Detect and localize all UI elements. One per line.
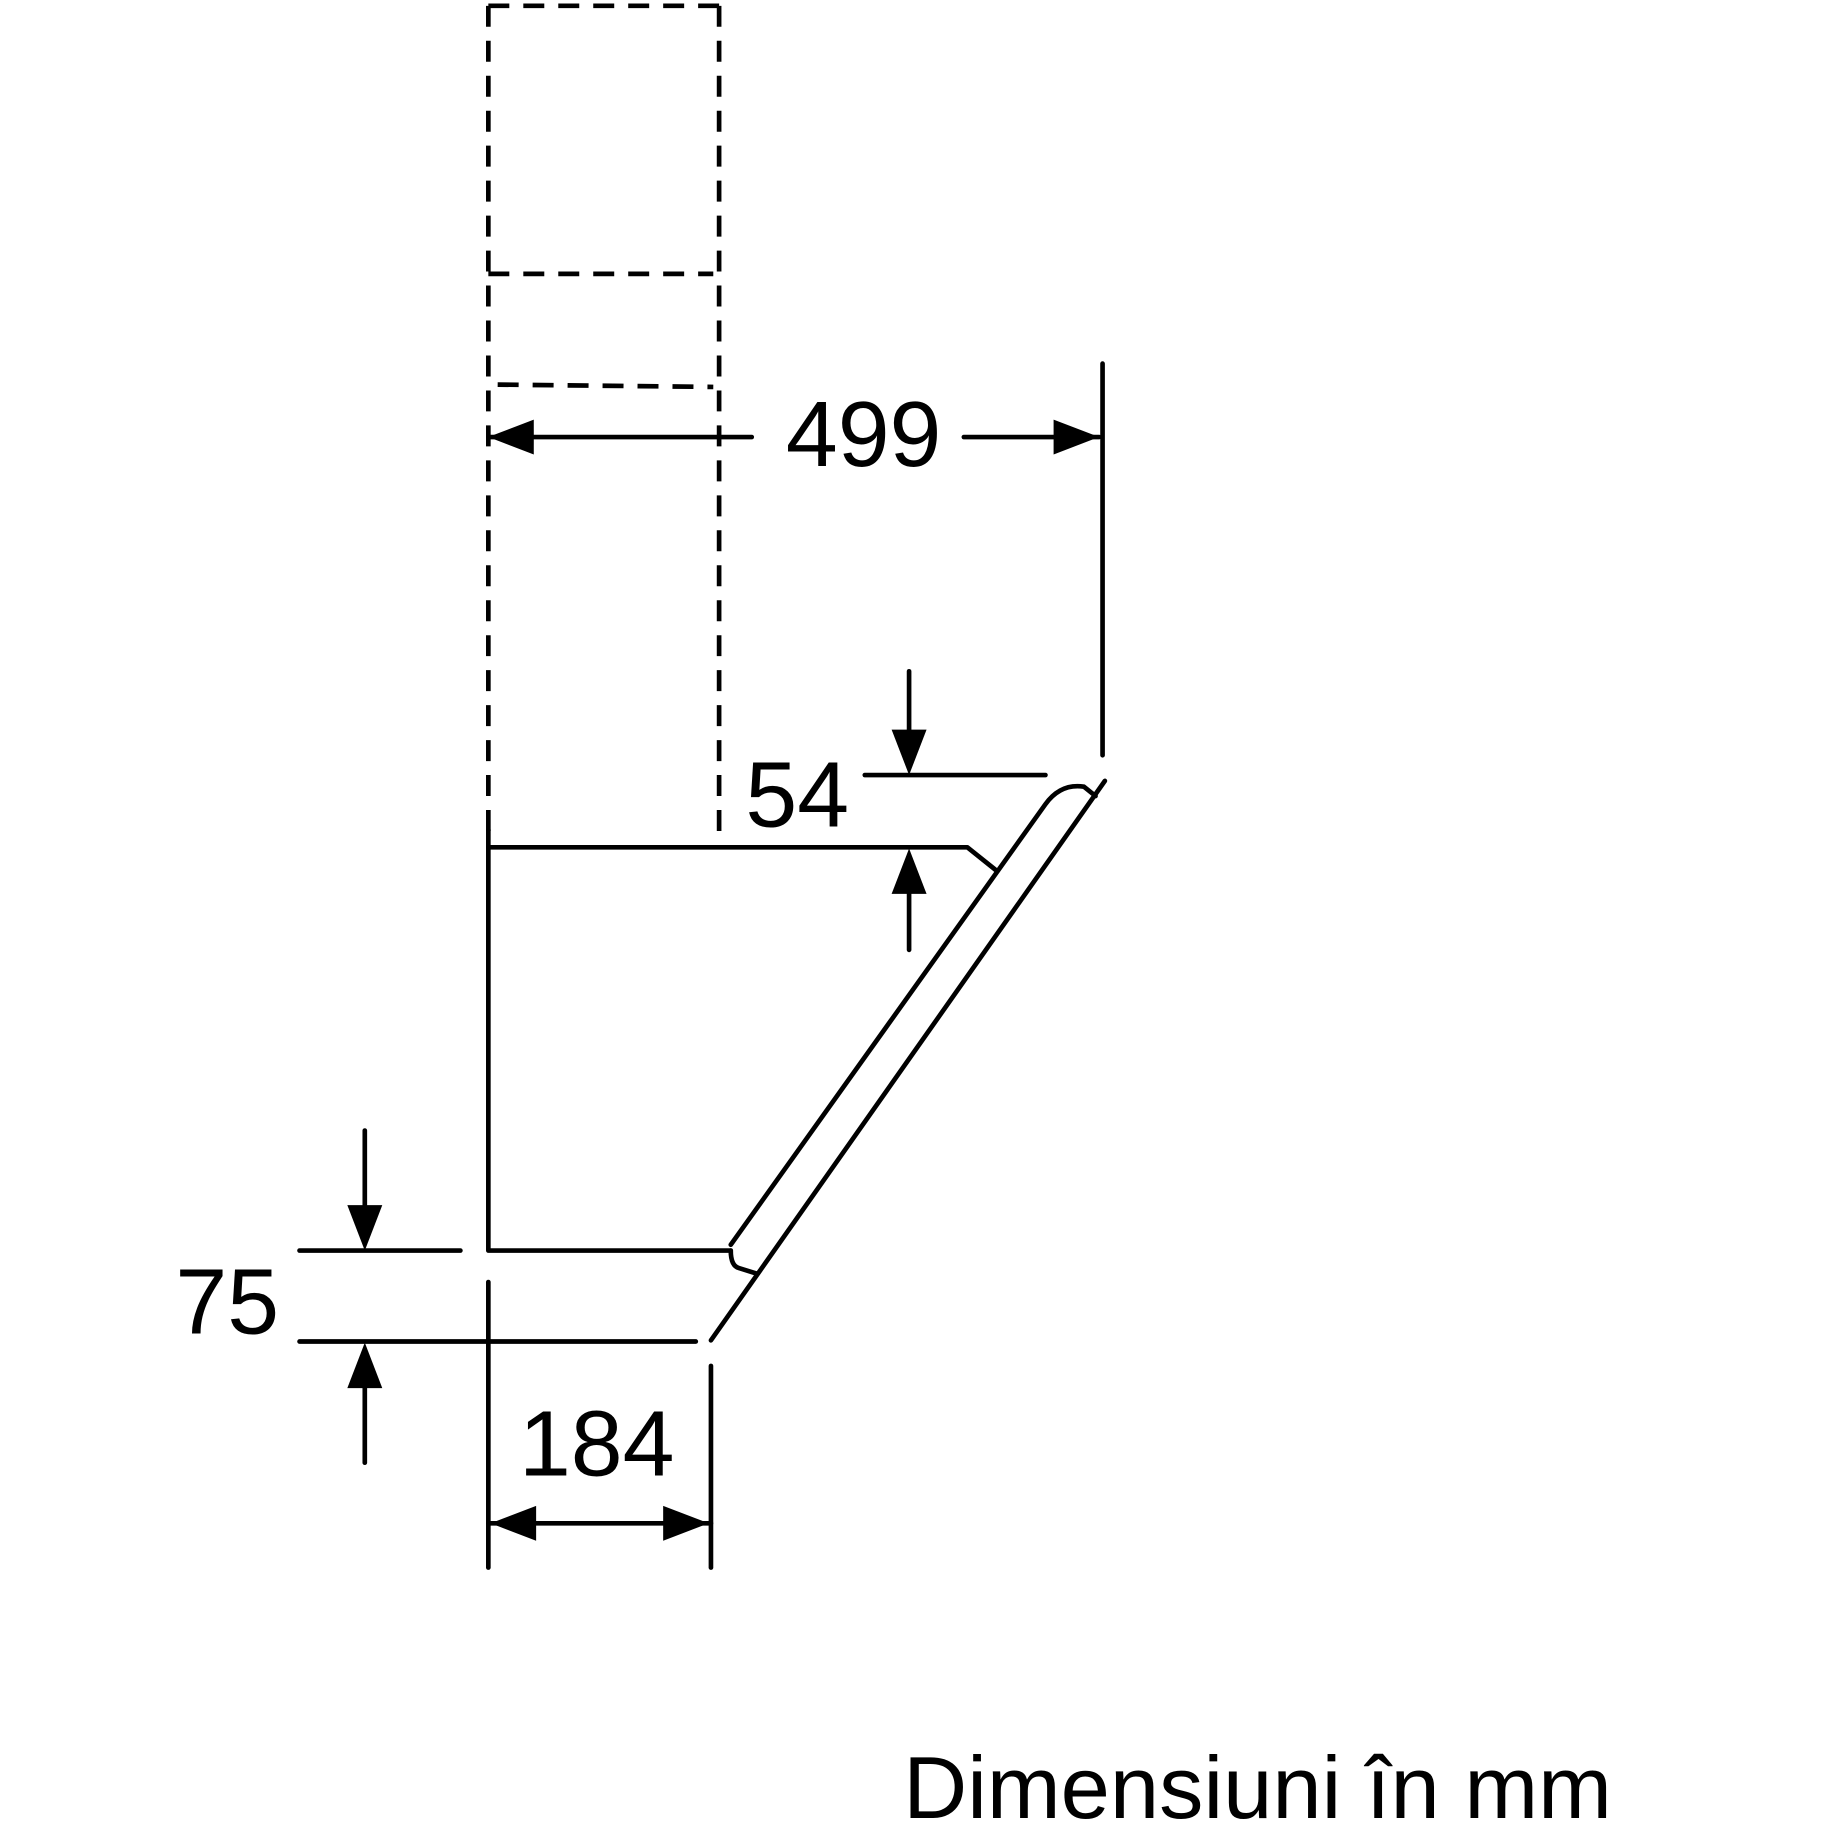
dimension-75: 75	[175, 1128, 699, 1466]
dimension-184: 184	[486, 1279, 714, 1570]
dimension-label-75: 75	[175, 1249, 279, 1353]
dimension-54: 54	[745, 668, 1048, 953]
units-caption: Dimensiuni în mm	[903, 1738, 1612, 1824]
hood-body	[486, 778, 1108, 1343]
dimension-label-184: 184	[519, 1392, 675, 1496]
dimension-label-499: 499	[786, 382, 942, 486]
dimension-label-54: 54	[745, 742, 849, 846]
dimension-499: 499	[486, 361, 1105, 758]
chimney-outline-dashed	[486, 3, 722, 842]
